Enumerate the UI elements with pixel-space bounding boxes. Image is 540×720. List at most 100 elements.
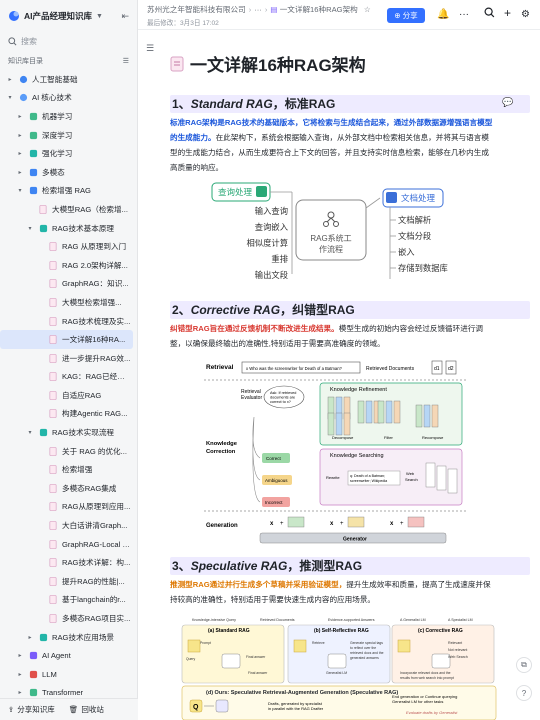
d2-ask-3: correct to x?	[270, 400, 291, 404]
paragraph-section-3: 推测型RAG通过并行生成多个草稿并采用验证模型，提升生成效率和质量，提高了生成速…	[170, 577, 496, 607]
folder-icon	[28, 669, 38, 679]
doc-processing-title: 文档处理	[401, 193, 436, 203]
outline-icon[interactable]: ☰	[146, 43, 155, 53]
sidebar-item[interactable]: 关于 RAG 的优化...	[0, 442, 137, 461]
d3-bottom-title: (d) Ours: Speculative Retrieval-Augmente…	[206, 690, 398, 696]
expand-down-icon[interactable]: ▾	[8, 95, 12, 102]
sidebar-item[interactable]: RAG从原理到应用...	[0, 498, 137, 517]
sidebar-item[interactable]: ▾RAG技术基本原理	[0, 219, 137, 238]
expand-right-icon[interactable]: ▸	[18, 151, 22, 158]
d2-generator: Generator	[343, 537, 367, 543]
sidebar-item[interactable]: 大模型RAG（检索增...	[0, 200, 137, 219]
sidebar-item[interactable]: GraphRAG：知识...	[0, 275, 137, 294]
breadcrumb-current[interactable]: 一文详解16种RAG架构	[279, 5, 358, 14]
doc-icon	[48, 353, 58, 363]
copy-icon[interactable]: ⧉	[516, 657, 532, 673]
sidebar-item[interactable]: ▸人工智能基础	[0, 70, 137, 89]
sidebar-item[interactable]: 一文详解16种RA...	[0, 330, 133, 349]
sidebar-item[interactable]: 基于langchain的r...	[0, 591, 137, 610]
kb-title[interactable]: AI产品经理知识库	[24, 11, 93, 21]
sidebar-item[interactable]: ▾检索增强 RAG	[0, 182, 137, 201]
expand-down-icon[interactable]: ▾	[18, 188, 22, 195]
sidebar-item[interactable]: GraphRAG-Local -...	[0, 535, 137, 554]
settings-icon[interactable]: ⚙	[521, 9, 530, 20]
d2-ask-1: Ask: If retrieved	[270, 391, 296, 395]
bell-icon[interactable]: 🔔	[437, 9, 450, 20]
sidebar-item[interactable]: 大模型检索增强...	[0, 293, 137, 312]
sidebar-item[interactable]: RAG技术详解：构...	[0, 553, 137, 572]
breadcrumb-more[interactable]: ···	[254, 5, 262, 14]
search-input[interactable]: 搜索	[8, 32, 129, 50]
trash-button[interactable]: 🗑回收站	[69, 704, 104, 715]
expand-right-icon[interactable]: ▸	[18, 169, 22, 176]
trash-icon: 🗑	[68, 705, 79, 714]
help-icon[interactable]: ?	[516, 685, 532, 701]
sidebar-item[interactable]: ▸RAG技术应用场景	[0, 628, 137, 647]
sidebar-item[interactable]: ▸强化学习	[0, 144, 137, 163]
d3-draft-1: Drafts, generated by specialist	[268, 701, 323, 706]
expand-right-icon[interactable]: ▸	[18, 690, 22, 697]
doc-icon	[48, 502, 58, 512]
expand-down-icon[interactable]: ▾	[28, 430, 32, 437]
star-icon[interactable]: ☆	[363, 5, 371, 14]
sidebar-item-label: RAG 2.0架构详解...	[62, 260, 128, 270]
sidebar-item[interactable]: 构建Agentic RAG...	[0, 405, 137, 424]
sidebar-item[interactable]: 多模态RAG项目实...	[0, 609, 137, 628]
expand-right-icon[interactable]: ▸	[8, 76, 12, 83]
trash-label: 回收站	[81, 705, 104, 714]
sidebar-item[interactable]: 多模态RAG集成	[0, 479, 137, 498]
sidebar-item[interactable]: ▸LLM	[0, 665, 137, 684]
sidebar-item[interactable]: ▸深度学习	[0, 126, 137, 145]
filter-icon[interactable]: ☰	[122, 58, 129, 65]
sec3-en: Speculative RAG	[190, 559, 288, 573]
share-button[interactable]: ⊕分享	[387, 8, 425, 23]
expand-down-icon[interactable]: ▾	[28, 225, 32, 232]
expand-right-icon[interactable]: ▸	[28, 634, 32, 641]
sidebar-item[interactable]: RAG 2.0架构详解...	[0, 256, 137, 275]
expand-right-icon[interactable]: ▸	[18, 671, 22, 678]
sidebar-item[interactable]: ▸AI Agent	[0, 646, 137, 665]
sidebar-item[interactable]: ▾AI 核心技术	[0, 89, 137, 108]
add-icon[interactable]: +	[504, 6, 512, 20]
more-icon[interactable]: ···	[459, 9, 469, 20]
query-step-label: 输入查询	[255, 206, 288, 216]
sidebar-item[interactable]: KAG：RAG已经不...	[0, 368, 137, 387]
d3-bottom-panel	[181, 685, 497, 720]
sec1-en: Standard RAG	[190, 97, 273, 111]
sidebar-item[interactable]: ▸多模态	[0, 163, 137, 182]
sidebar-item[interactable]: 提升RAG的性能|...	[0, 572, 137, 591]
sidebar-item[interactable]: 大白话讲清Graph...	[0, 516, 137, 535]
d2-strip	[327, 412, 335, 436]
sidebar-item[interactable]: 检索增强	[0, 460, 137, 479]
corrective-rag-diagram: Retrieval x Who was the screenwriter for…	[204, 360, 466, 544]
sidebar-item-label: 机器学习	[42, 111, 73, 121]
expand-right-icon[interactable]: ▸	[18, 132, 22, 139]
sidebar-item[interactable]: 进一步提升RAG效...	[0, 349, 137, 368]
sidebar-item[interactable]: ▸ 机器学习	[0, 107, 137, 126]
sidebar-item[interactable]: ▸Transformer	[0, 684, 137, 703]
d2-web-doc	[436, 465, 447, 491]
sidebar-item[interactable]: RAG技术梳理及实...	[0, 312, 137, 331]
sidebar-item[interactable]: RAG 从原理到入门	[0, 237, 137, 256]
chevron-down-icon[interactable]: ▼	[96, 12, 103, 20]
share-kb-button[interactable]: ⇪分享知识库	[8, 704, 55, 715]
sidebar-item[interactable]: ▾RAG技术实现流程	[0, 423, 137, 442]
d2-strip	[365, 400, 373, 424]
robot-icon	[18, 74, 28, 84]
search-icon[interactable]	[484, 7, 495, 21]
sidebar-collapse-icon[interactable]: ⇤	[121, 10, 129, 21]
sidebar-tree: ▸人工智能基础▾AI 核心技术 ▸ 机器学习 ▸深度学习▸强化学习▸多模态▾检索增强 …	[0, 70, 137, 702]
comment-icon[interactable]: 💬	[502, 97, 514, 107]
sidebar-item[interactable]: 自适应RAG	[0, 386, 137, 405]
breadcrumb-org[interactable]: 苏州光之年智能科技有限公司	[147, 5, 246, 14]
d3-query-box	[397, 639, 411, 653]
folder-icon	[28, 149, 38, 159]
sidebar-item-label: 大模型检索增强...	[62, 297, 122, 307]
sec2-body: 模型生成的初始内容会经过反馈循环进行调整，以确保最终输出的准确性,特别适用于需要…	[170, 324, 484, 348]
expand-right-icon[interactable]: ▸	[18, 653, 22, 660]
d2-gen-knowledge-box	[347, 516, 365, 528]
d2-eval-1: Retrieval	[241, 389, 261, 395]
expand-right-icon[interactable]: ▸	[18, 113, 22, 120]
page-title: 一文详解16种RAG架构	[170, 51, 366, 76]
d3-lm-box	[327, 653, 347, 669]
